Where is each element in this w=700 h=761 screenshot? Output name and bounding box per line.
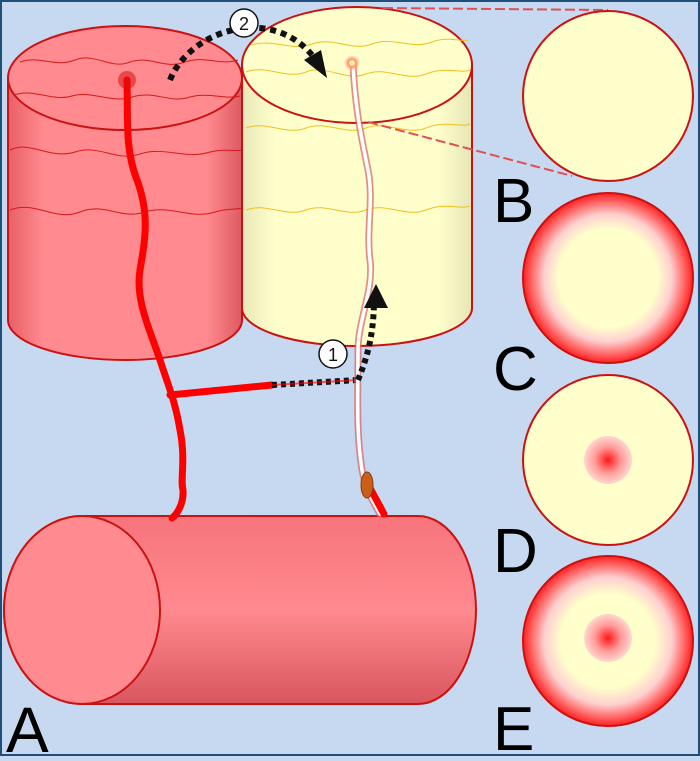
step-1-badge: 1	[318, 339, 348, 369]
arrow-step-2	[167, 24, 315, 82]
cross-section-d	[522, 374, 694, 546]
arrow-step-1-head	[364, 284, 388, 308]
label-b: B	[493, 167, 534, 236]
label-a: A	[6, 694, 49, 756]
label-d: D	[493, 517, 538, 586]
step-1-number: 1	[328, 345, 338, 365]
left-artery-opening	[118, 71, 136, 89]
occluded-vessel	[349, 59, 384, 518]
zoom-line-top	[382, 7, 609, 11]
label-c: C	[493, 335, 538, 404]
collateral-branch-inner	[271, 379, 359, 386]
step-2-number: 2	[239, 14, 249, 34]
label-e: E	[493, 695, 534, 756]
vessel-exit-core	[349, 60, 355, 66]
cross-section-c	[522, 192, 694, 364]
zoom-line-bottom	[367, 121, 573, 177]
step-2-badge: 2	[229, 8, 259, 38]
cream-contour-lines	[245, 38, 471, 213]
main-vessel-cylinder	[3, 515, 477, 705]
cross-section-b	[522, 10, 694, 182]
clot	[360, 471, 374, 499]
cross-section-e	[522, 555, 694, 727]
left-artery	[123, 76, 187, 522]
collateral-branch	[166, 381, 276, 399]
arrow-step-2-head	[304, 50, 327, 78]
